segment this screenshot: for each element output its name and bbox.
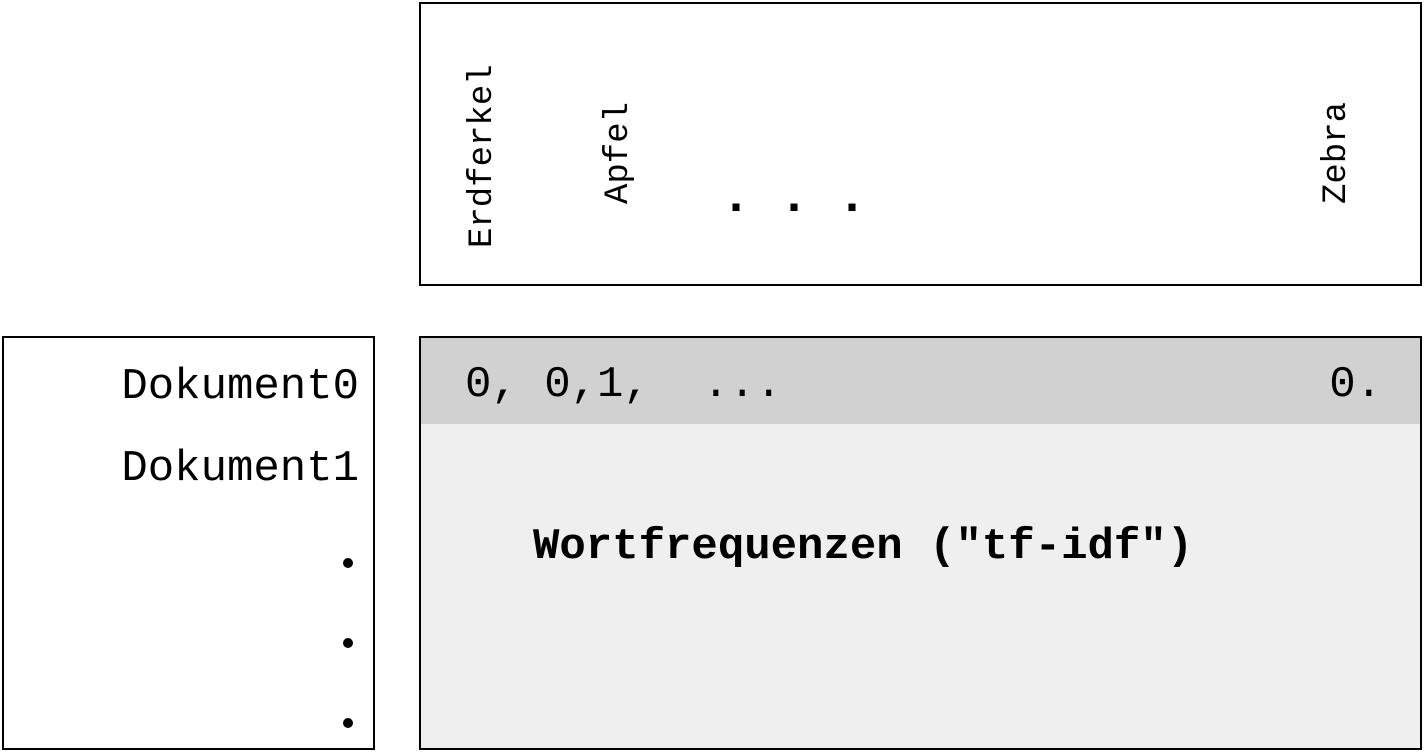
vocabulary-word-text: Zebra: [1318, 101, 1356, 204]
vertical-dot: [343, 558, 353, 568]
document-label-1: Dokument1: [121, 444, 359, 494]
vocabulary-word-apfel: Apfel: [579, 4, 638, 244]
documents-box: Dokument0 Dokument1: [2, 336, 375, 750]
vocabulary-ellipsis: ...: [721, 170, 896, 227]
matrix-caption: Wortfrequenzen ("tf-idf"): [533, 522, 1194, 572]
first-row-values: 0, 0,1, ...: [465, 360, 782, 410]
first-row-last-value: 0.: [1329, 360, 1382, 410]
document-label-0: Dokument0: [121, 362, 359, 412]
vertical-dot: [343, 718, 353, 728]
matrix-first-row: 0, 0,1, ... 0.: [421, 338, 1420, 424]
vertical-dot: [343, 638, 353, 648]
matrix-box: 0, 0,1, ... 0. Wortfrequenzen ("tf-idf"): [419, 336, 1422, 750]
vocabulary-word-text: Apfel: [600, 101, 638, 204]
vocabulary-word-text: Erdferkel: [464, 64, 502, 248]
vocabulary-word-zebra: Zebra: [1297, 4, 1356, 244]
vocabulary-box: Erdferkel Apfel ... Zebra: [419, 2, 1422, 286]
vocabulary-word-erdferkel: Erdferkel: [443, 4, 502, 288]
